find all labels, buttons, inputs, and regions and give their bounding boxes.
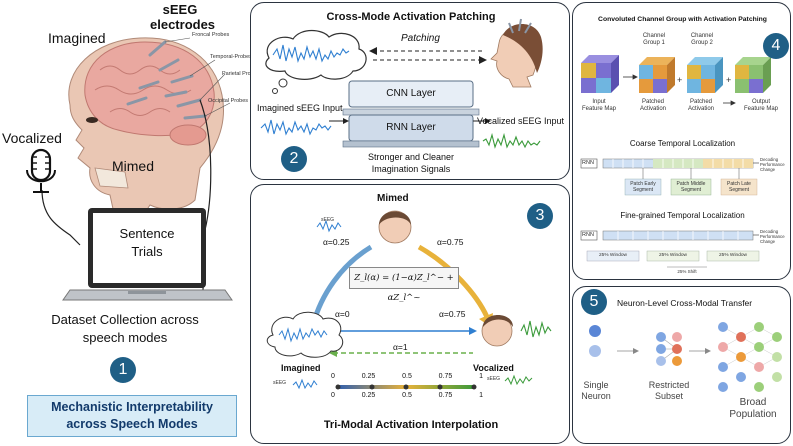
input-map-label: Input Feature Map — [581, 99, 617, 112]
imagined-label: Imagined — [48, 30, 106, 46]
probe-label-parietal: Parietal Probes — [222, 71, 260, 77]
alpha-label-bottom: α=1 — [393, 342, 408, 352]
coarse-rnn-label: RNN — [582, 160, 594, 166]
vocalized-node-label: Vocalized — [473, 363, 514, 373]
panel-channel-group: Convoluted Channel Group with Activation… — [572, 2, 791, 280]
alpha-label-mid-left: α=0 — [335, 309, 350, 319]
panel2-graphics — [260, 18, 543, 149]
microphone-icon — [30, 148, 52, 182]
scale-top-tick: 1 — [479, 373, 483, 380]
window-label-2: 25% Window — [659, 253, 687, 258]
vocalized-seeg-label: sEEG — [487, 376, 501, 382]
imagined-input-label: Imagined sEEG Input — [257, 103, 343, 113]
scale-top-tick: 0.25 — [361, 373, 376, 380]
vocalized-input-label: Vocalized sEEG Input — [477, 116, 565, 126]
scale-bottom-tick: 1 — [479, 392, 483, 399]
scale-top-tick: 0.5 — [402, 373, 412, 380]
coarse-localization-label: Coarse Temporal Localization — [629, 139, 736, 148]
patched-activation-1-label: Patched Activation — [639, 99, 666, 112]
patch-late-label: Patch Late Segment — [727, 181, 751, 193]
mimed-node-label: Mimed — [377, 193, 409, 204]
probe-label-frontal: Froncal Probes — [192, 32, 230, 38]
alpha-label-mid-right: α=0.75 — [439, 309, 466, 319]
patching-label: Patching — [401, 33, 440, 44]
scale-top-tick: 0 — [331, 373, 335, 380]
svg-text:+: + — [726, 75, 731, 85]
panel-neuron-transfer: Neuron-Level Cross-Modal Transfer Single… — [572, 286, 791, 444]
panel3-title: Tri-Modal Activation Interpolation — [323, 419, 499, 431]
restricted-subset-label: Restricted Subset — [648, 380, 690, 401]
scale-ticks-top: 0 0.25 0.5 0.75 1 — [331, 373, 483, 380]
panel2-title: Cross-Mode Activation Patching — [326, 11, 496, 23]
imagined-node-label: Imagined — [281, 363, 321, 373]
svg-text:+: + — [677, 75, 682, 85]
patch-early-label: Patch Early Segment — [630, 181, 656, 193]
alpha-label-top-right: α=0.75 — [437, 237, 464, 247]
alpha-label-top-left: α=0.25 — [323, 237, 350, 247]
coarse-decoding-label: Decoding Performance Change — [760, 157, 785, 172]
rnn-layer-label: RNN Layer — [386, 122, 436, 133]
formula-text: Z_l(α) = (1−α)Z_l^− + αZ_l^~ — [354, 273, 454, 303]
step-badge-3: 3 — [527, 203, 553, 229]
interpolation-formula: Z_l(α) = (1−α)Z_l^− + αZ_l^~ — [349, 267, 459, 303]
window-label-3: 25% Window — [719, 253, 747, 258]
scale-top-tick: 0.75 — [438, 373, 453, 380]
step-badge-1: 1 — [110, 357, 136, 383]
panel5-title: Neuron-Level Cross-Modal Transfer — [617, 298, 753, 308]
title-banner: Mechanistic Interpretability across Spee… — [27, 395, 237, 437]
electrodes-heading: sEEG electrodes — [150, 2, 216, 32]
panel5-graphics — [589, 322, 782, 392]
vocalized-label: Vocalized — [2, 130, 62, 146]
single-neuron-label: Single Neuron — [581, 380, 611, 401]
step-badge-4: 4 — [763, 33, 789, 59]
fine-decoding-label: Decoding Performance Change — [760, 229, 785, 244]
imagined-seeg-label: sEEG — [273, 380, 287, 386]
patch-middle-label: Patch Middle Segment — [676, 181, 706, 193]
mimed-label: Mimed — [112, 158, 155, 174]
probe-label-occipital: Occipital Probes — [208, 98, 249, 104]
scale-bottom-tick: 0 — [331, 392, 335, 399]
broad-population-label: Broad Population — [729, 397, 777, 420]
scale-bottom-tick: 0.5 — [402, 392, 412, 399]
cnn-layer-label: CNN Layer — [386, 88, 436, 99]
panel2-bottom-text: Stronger and Cleaner Imagination Signals — [367, 152, 455, 174]
scale-bottom-tick: 0.25 — [361, 392, 376, 399]
step-badge-5: 5 — [581, 289, 607, 315]
window-label-1: 25% Window — [599, 253, 627, 258]
output-map-label: Output Feature Map — [743, 99, 779, 112]
panel4-graphics: + + — [580, 55, 771, 268]
panel-activation-patching: Cross-Mode Activation Patching Patching … — [250, 2, 570, 180]
mimed-seeg-label: sEEG — [321, 217, 335, 223]
fine-rnn-label: RNN — [582, 232, 594, 238]
panel4-title: Convoluted Channel Group with Activation… — [598, 16, 767, 23]
title-banner-text: Mechanistic Interpretability across Spee… — [51, 400, 213, 431]
panel-interpolation: Mimed sEEG α=0.25 α=0.75 Z_l(α) = (1−α)Z… — [250, 184, 570, 444]
patched-activation-2-label: Patched Activation — [687, 99, 714, 112]
step-badge-2: 2 — [281, 146, 307, 172]
laptop-text: Sentence Trials — [119, 226, 175, 259]
dataset-caption: Dataset Collection across speech modes — [51, 312, 199, 345]
shift-label: 25% Shift — [677, 269, 697, 274]
scale-bottom-tick: 0.75 — [438, 392, 453, 399]
scale-ticks-bottom: 0 0.25 0.5 0.75 1 — [331, 392, 483, 399]
panel3-graphics — [266, 210, 552, 390]
fine-localization-label: Fine-grained Temporal Localization — [620, 211, 745, 220]
probe-label-temporal: Temporal-Probes — [210, 54, 252, 60]
channel-group-1-label: Channel Group 1 — [642, 33, 666, 46]
channel-group-2-label: Channel Group 2 — [690, 33, 714, 46]
